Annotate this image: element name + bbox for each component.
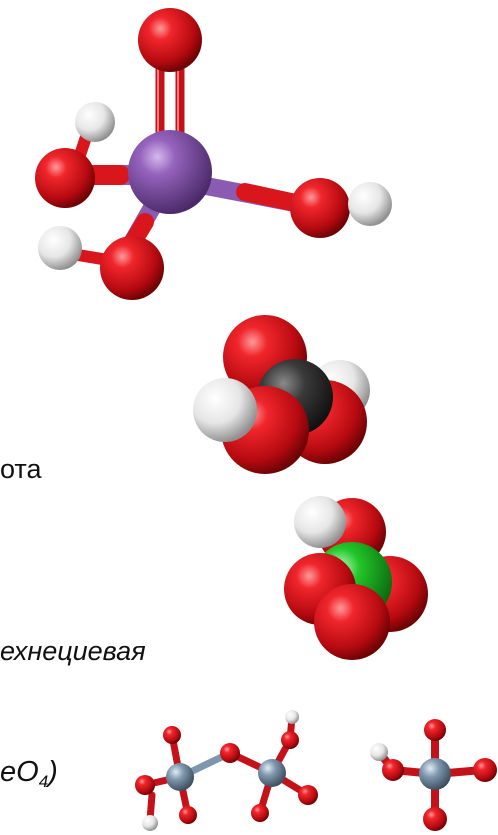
molecule-ball-stick-purple-icon: [35, 8, 392, 300]
molecule-space-fill-chloric-icon: [284, 496, 428, 660]
acid-name-fragment: ота: [0, 454, 42, 484]
chemical-formula: eO4): [0, 756, 58, 791]
molecule-ball-stick-tetrahedral-icon: [370, 719, 497, 831]
molecule-space-fill-carbonic-icon: [193, 315, 370, 474]
formula-close-paren: ): [48, 756, 58, 788]
formula-subscript: 4: [38, 772, 49, 791]
technetium-acid-label: ехнециевая: [0, 636, 146, 666]
molecule-ball-stick-dimer-icon: [135, 710, 318, 831]
formula-main: eO: [0, 756, 39, 788]
